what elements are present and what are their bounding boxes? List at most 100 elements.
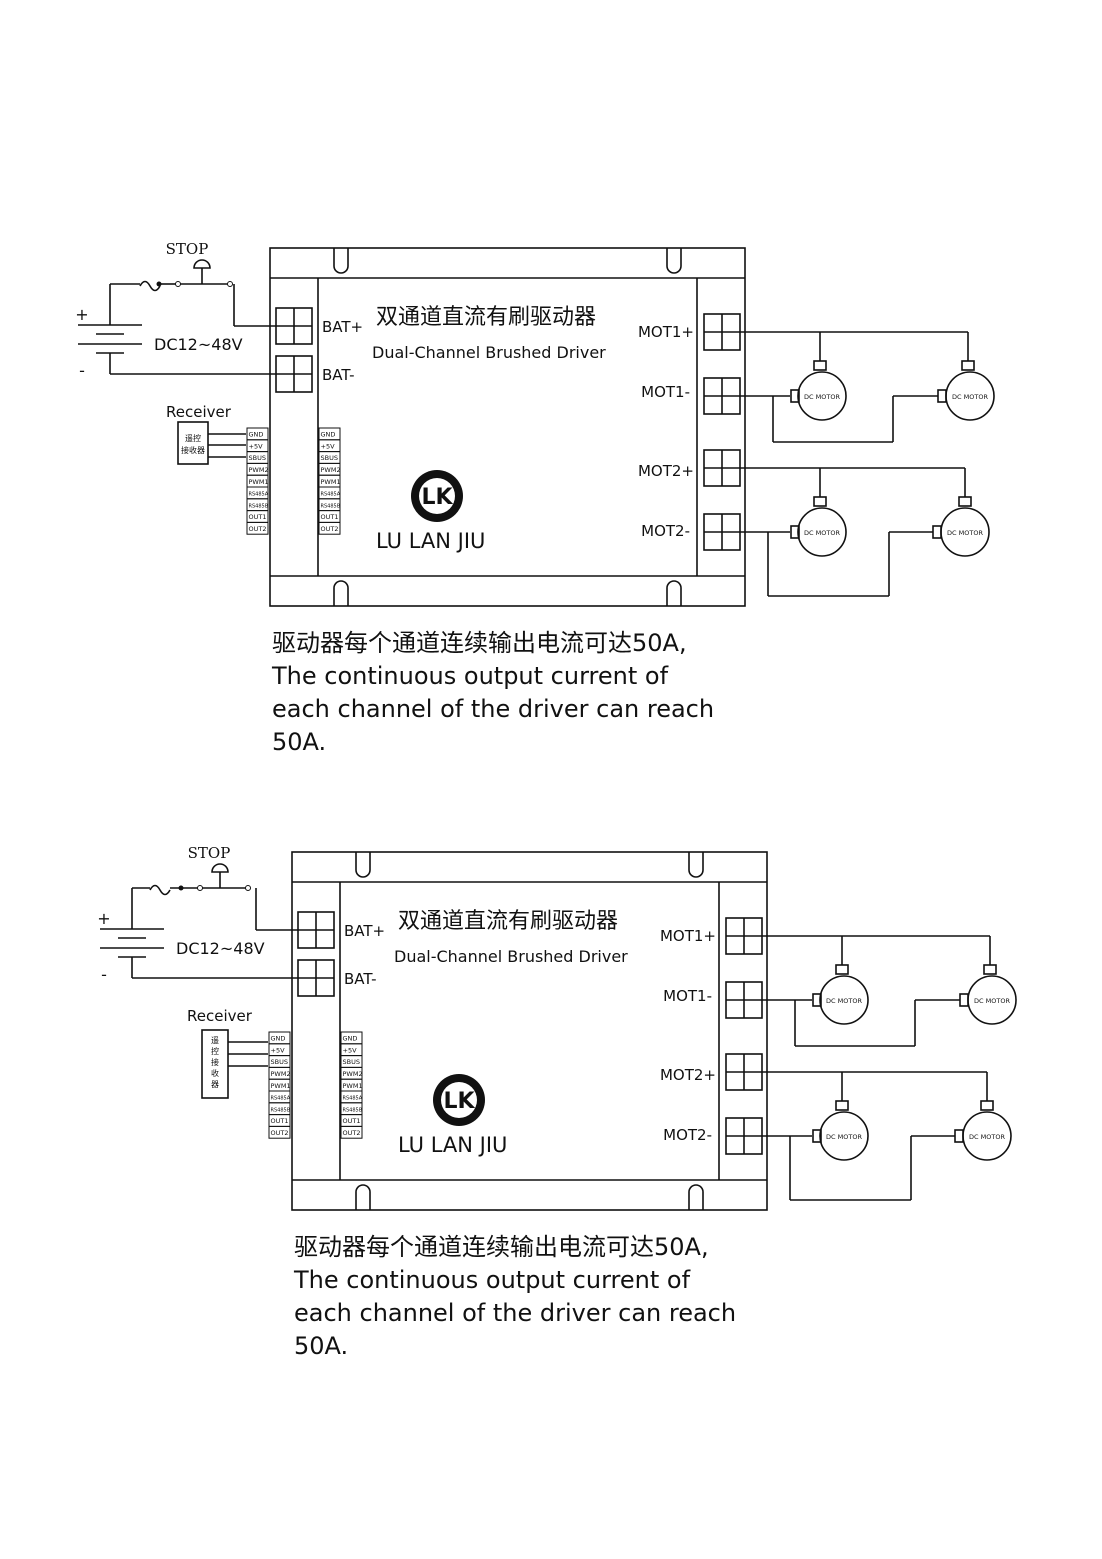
pin-label-pwm2: PWM2 (249, 466, 269, 474)
brand-name: LU LAN JIU (376, 529, 485, 553)
caption-2: 驱动器每个通道连续输出电流可达50A, The continuous outpu… (294, 1231, 764, 1363)
receiver-box (201, 1029, 229, 1099)
caption-line: 50A. (272, 728, 327, 756)
pin-label-out2: OUT2 (271, 1129, 289, 1137)
pin-label-pwm1: PWM1 (321, 478, 341, 486)
pin-label-out1: OUT1 (321, 513, 339, 521)
pin-label-sbus: SBUS (343, 1058, 360, 1066)
logo-letters: LK (421, 485, 453, 510)
stop-switch-icon (211, 863, 229, 873)
receiver-box-text-1: 遥控 (185, 433, 201, 443)
pin-label-out2: OUT2 (343, 1129, 361, 1137)
pin-label-pwm1: PWM1 (343, 1082, 363, 1090)
driver-title-cn: 双通道直流有刷驱动器 (376, 305, 596, 330)
pin-label-rs485b: RS485B (343, 1107, 363, 1113)
receiver-title: Receiver (166, 403, 232, 421)
pin-label-pwm1: PWM1 (271, 1082, 291, 1090)
dc-motor-3-icon (797, 507, 847, 557)
pin-label-pwm2: PWM2 (321, 466, 341, 474)
pin-label-out2: OUT2 (321, 525, 339, 533)
pin-cell (318, 521, 341, 535)
receiver-box-char-4: 收 (211, 1068, 219, 1078)
motor-1-label: DC MOTOR (804, 393, 840, 401)
pin-label-5v: +5V (321, 442, 336, 450)
dc-motor-2-icon (945, 371, 995, 421)
motor-3-label: DC MOTOR (826, 1133, 862, 1141)
dc-motor-1-icon (797, 371, 847, 421)
caption-line: each channel of the driver can reach (294, 1299, 737, 1327)
pin-label-rs485b: RS485B (249, 503, 269, 509)
pin-label-sbus: SBUS (321, 454, 338, 462)
pin-label-rs485a: RS485A (249, 492, 269, 498)
pin-cell (268, 1125, 291, 1139)
caption-line: 驱动器每个通道连续输出电流可达50A, (294, 1233, 709, 1261)
receiver-title: Receiver (187, 1007, 253, 1025)
stop-switch-icon (193, 259, 211, 269)
pin-label-out2: OUT2 (249, 525, 267, 533)
pin-cell (246, 521, 269, 535)
battery-minus-label: - (79, 361, 85, 380)
mot2-minus-label: MOT2- (663, 1126, 712, 1144)
pin-label-out1: OUT1 (271, 1117, 289, 1125)
dc-motor-1-icon (819, 975, 869, 1025)
pin-label-gnd: GND (321, 431, 336, 439)
pin-label-out1: OUT1 (343, 1117, 361, 1125)
caption-line: The continuous output current of (272, 662, 669, 690)
receiver-box-char-3: 接 (211, 1057, 219, 1067)
mot2-plus-label: MOT2+ (660, 1066, 716, 1084)
pin-label-rs485a: RS485A (343, 1096, 363, 1102)
mot2-minus-label: MOT2- (641, 522, 690, 540)
pin-label-rs485b: RS485B (271, 1107, 291, 1113)
pin-label-pwm2: PWM2 (271, 1070, 291, 1078)
pin-label-pwm1: PWM1 (249, 478, 269, 486)
dc-motor-4-icon (962, 1111, 1012, 1161)
lk-logo-icon: LK (433, 1074, 485, 1126)
battery-voltage-label: DC12~48V (176, 939, 265, 958)
dc-motor-4-icon (940, 507, 990, 557)
driver-title-en: Dual-Channel Brushed Driver (372, 343, 606, 362)
pin-label-gnd: GND (343, 1035, 358, 1043)
stop-label: STOP (166, 240, 209, 258)
mot1-plus-label: MOT1+ (638, 323, 694, 341)
motor-1-label: DC MOTOR (826, 997, 862, 1005)
pin-label-gnd: GND (271, 1035, 286, 1043)
mot1-minus-label: MOT1- (641, 383, 690, 401)
caption-line: 50A. (294, 1332, 349, 1360)
pin-label-gnd: GND (249, 431, 264, 439)
receiver-box-char-5: 器 (211, 1080, 219, 1089)
motor-2-label: DC MOTOR (952, 393, 988, 401)
pin-label-5v: +5V (249, 442, 264, 450)
dc-motor-2-icon (967, 975, 1017, 1025)
motor-2-label: DC MOTOR (974, 997, 1010, 1005)
mot1-plus-label: MOT1+ (660, 927, 716, 945)
pin-label-5v: +5V (271, 1046, 286, 1054)
receiver-box-text-2: 接收器 (181, 445, 205, 455)
bat-minus-label: BAT- (344, 970, 377, 988)
pin-label-rs485a: RS485A (271, 1096, 291, 1102)
bat-plus-label: BAT+ (344, 922, 385, 940)
battery-plus-label: + (97, 909, 110, 928)
motor-4-label: DC MOTOR (947, 529, 983, 537)
driver-enclosure (269, 247, 746, 607)
caption-1: 驱动器每个通道连续输出电流可达50A, The continuous outpu… (272, 627, 742, 759)
pin-label-sbus: SBUS (249, 454, 266, 462)
caption-line: 驱动器每个通道连续输出电流可达50A, (272, 629, 687, 657)
receiver-box-char-1: 遥 (211, 1035, 219, 1045)
battery-plus-label: + (75, 305, 88, 324)
motor-3-label: DC MOTOR (804, 529, 840, 537)
pin-label-rs485a: RS485A (321, 492, 341, 498)
pin-label-5v: +5V (343, 1046, 358, 1054)
lk-logo-icon: LK (411, 470, 463, 522)
battery-voltage-label: DC12~48V (154, 335, 243, 354)
motor-4-label: DC MOTOR (969, 1133, 1005, 1141)
caption-line: The continuous output current of (294, 1266, 691, 1294)
dc-motor-3-icon (819, 1111, 869, 1161)
pin-cell (340, 1125, 363, 1139)
